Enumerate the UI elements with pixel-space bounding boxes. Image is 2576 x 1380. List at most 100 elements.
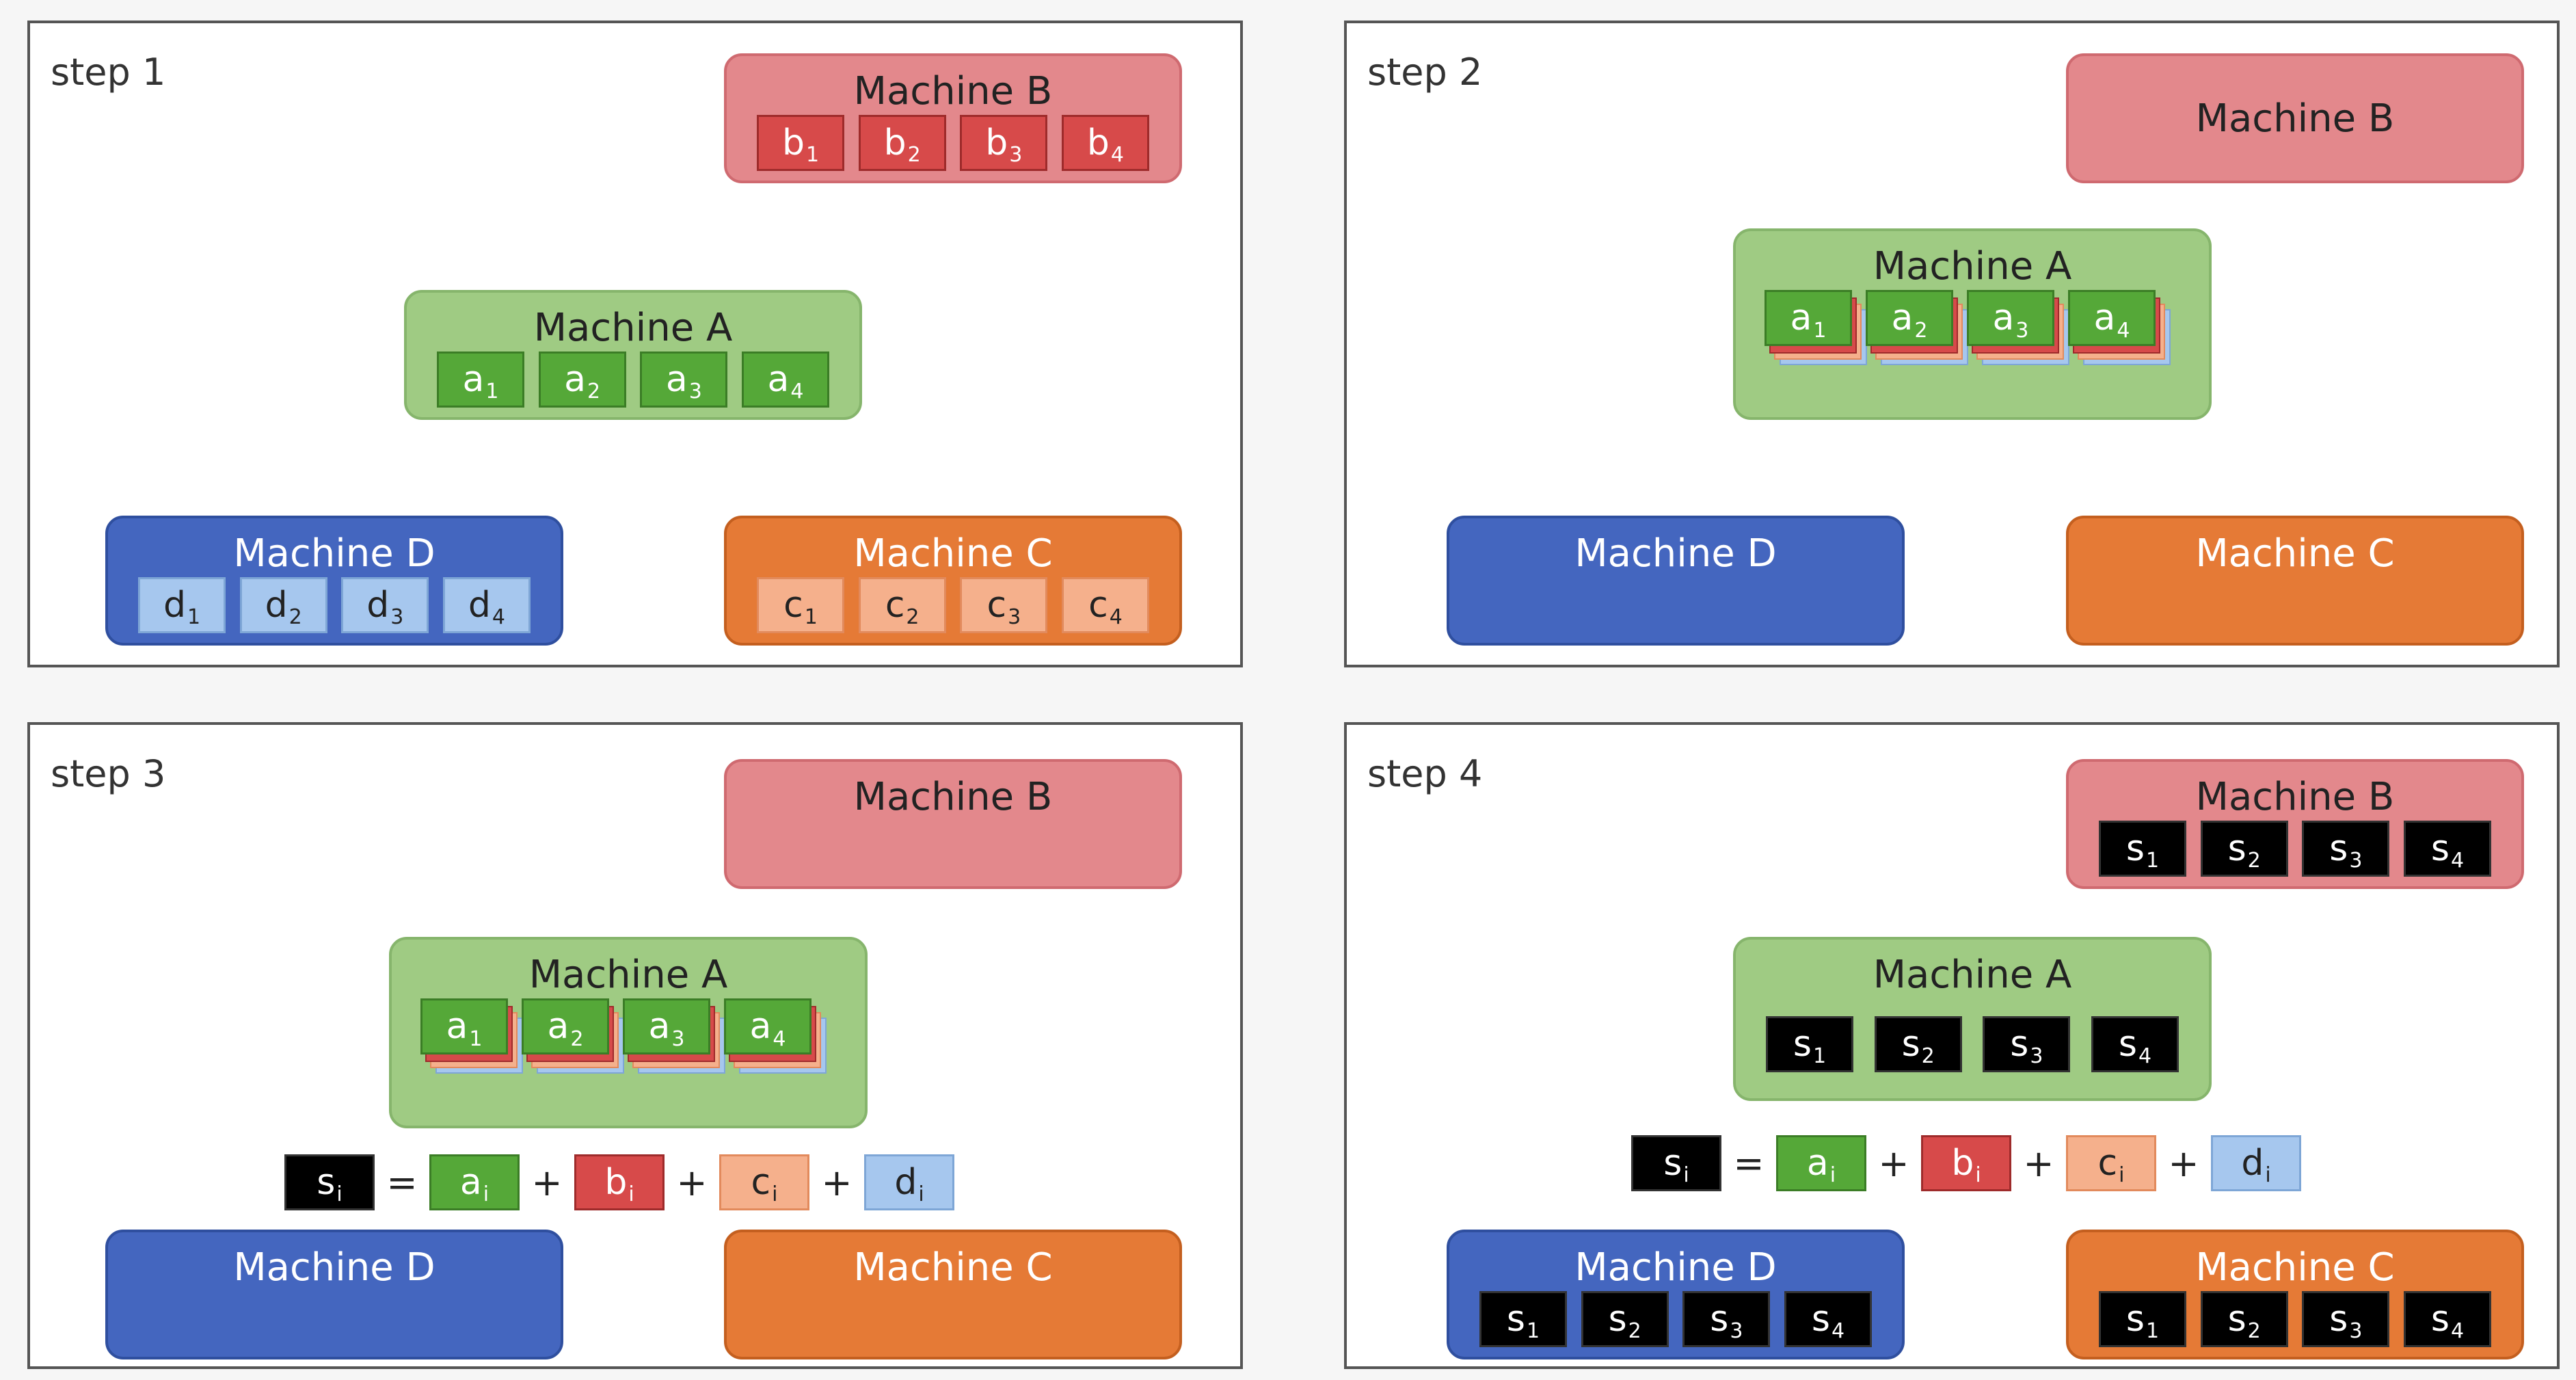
- plus-sign: +: [1878, 1141, 1909, 1185]
- machine-b-title: Machine B: [2195, 775, 2395, 819]
- equals-sign: =: [386, 1160, 418, 1204]
- machine-c: Machine C: [2066, 516, 2524, 646]
- machine-b: Machine B: [2066, 53, 2524, 183]
- machine-c-title: Machine C: [853, 531, 1053, 576]
- machine-a-title: Machine A: [1873, 953, 2072, 997]
- step-label: step 4: [1367, 752, 1483, 795]
- machine-b-title: Machine B: [853, 775, 1053, 819]
- machine-d-title: Machine D: [233, 1245, 435, 1290]
- machine-b: Machine B: [724, 759, 1182, 889]
- machine-d: Machine D: [105, 1230, 563, 1359]
- machine-c-title: Machine C: [853, 1245, 1053, 1290]
- machine-a-title: Machine A: [528, 953, 728, 997]
- machine-b-title: Machine B: [853, 69, 1053, 114]
- plus-sign: +: [821, 1160, 853, 1204]
- machine-c-title: Machine C: [2195, 531, 2395, 576]
- plus-sign: +: [531, 1160, 563, 1204]
- machine-d-title: Machine D: [233, 531, 435, 576]
- plus-sign: +: [2023, 1141, 2054, 1185]
- step-label: step 2: [1367, 51, 1483, 94]
- machine-b-title: Machine B: [2195, 96, 2395, 141]
- machine-a-title: Machine A: [533, 306, 733, 350]
- step-label: step 1: [51, 51, 166, 94]
- equals-sign: =: [1733, 1141, 1765, 1185]
- step-label: step 3: [51, 752, 166, 795]
- machine-a-title: Machine A: [1873, 244, 2072, 289]
- machine-c: Machine C: [724, 1230, 1182, 1359]
- machine-d-title: Machine D: [1574, 1245, 1777, 1290]
- plus-sign: +: [676, 1160, 708, 1204]
- machine-c-title: Machine C: [2195, 1245, 2395, 1290]
- machine-d-title: Machine D: [1574, 531, 1777, 576]
- machine-d: Machine D: [1447, 516, 1905, 646]
- plus-sign: +: [2168, 1141, 2199, 1185]
